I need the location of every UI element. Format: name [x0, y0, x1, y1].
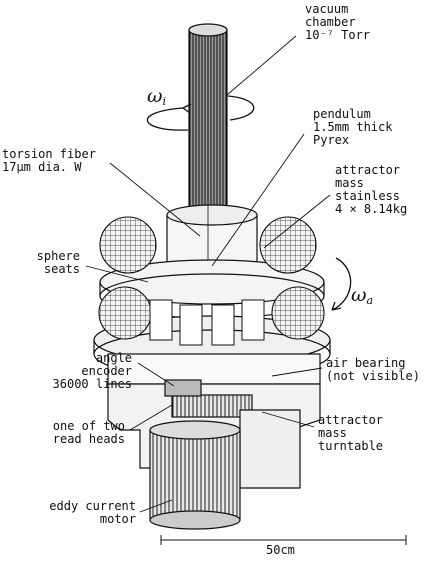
label-scale: 50cm — [266, 543, 295, 557]
leader-lines — [85, 35, 331, 513]
label-air-bearing: air bearing(not visible) — [326, 356, 420, 383]
attractor-spheres — [98, 216, 325, 340]
eddy-current-motor — [149, 420, 241, 530]
rotation-arrow-pendulum — [146, 95, 255, 131]
omega-i-symbol: ωi — [147, 85, 167, 108]
rotation-arrow-attractor — [331, 257, 352, 311]
inner-cylinders — [149, 299, 265, 374]
omega-a-symbol: ωa — [351, 284, 374, 307]
scale-bar — [160, 535, 407, 545]
